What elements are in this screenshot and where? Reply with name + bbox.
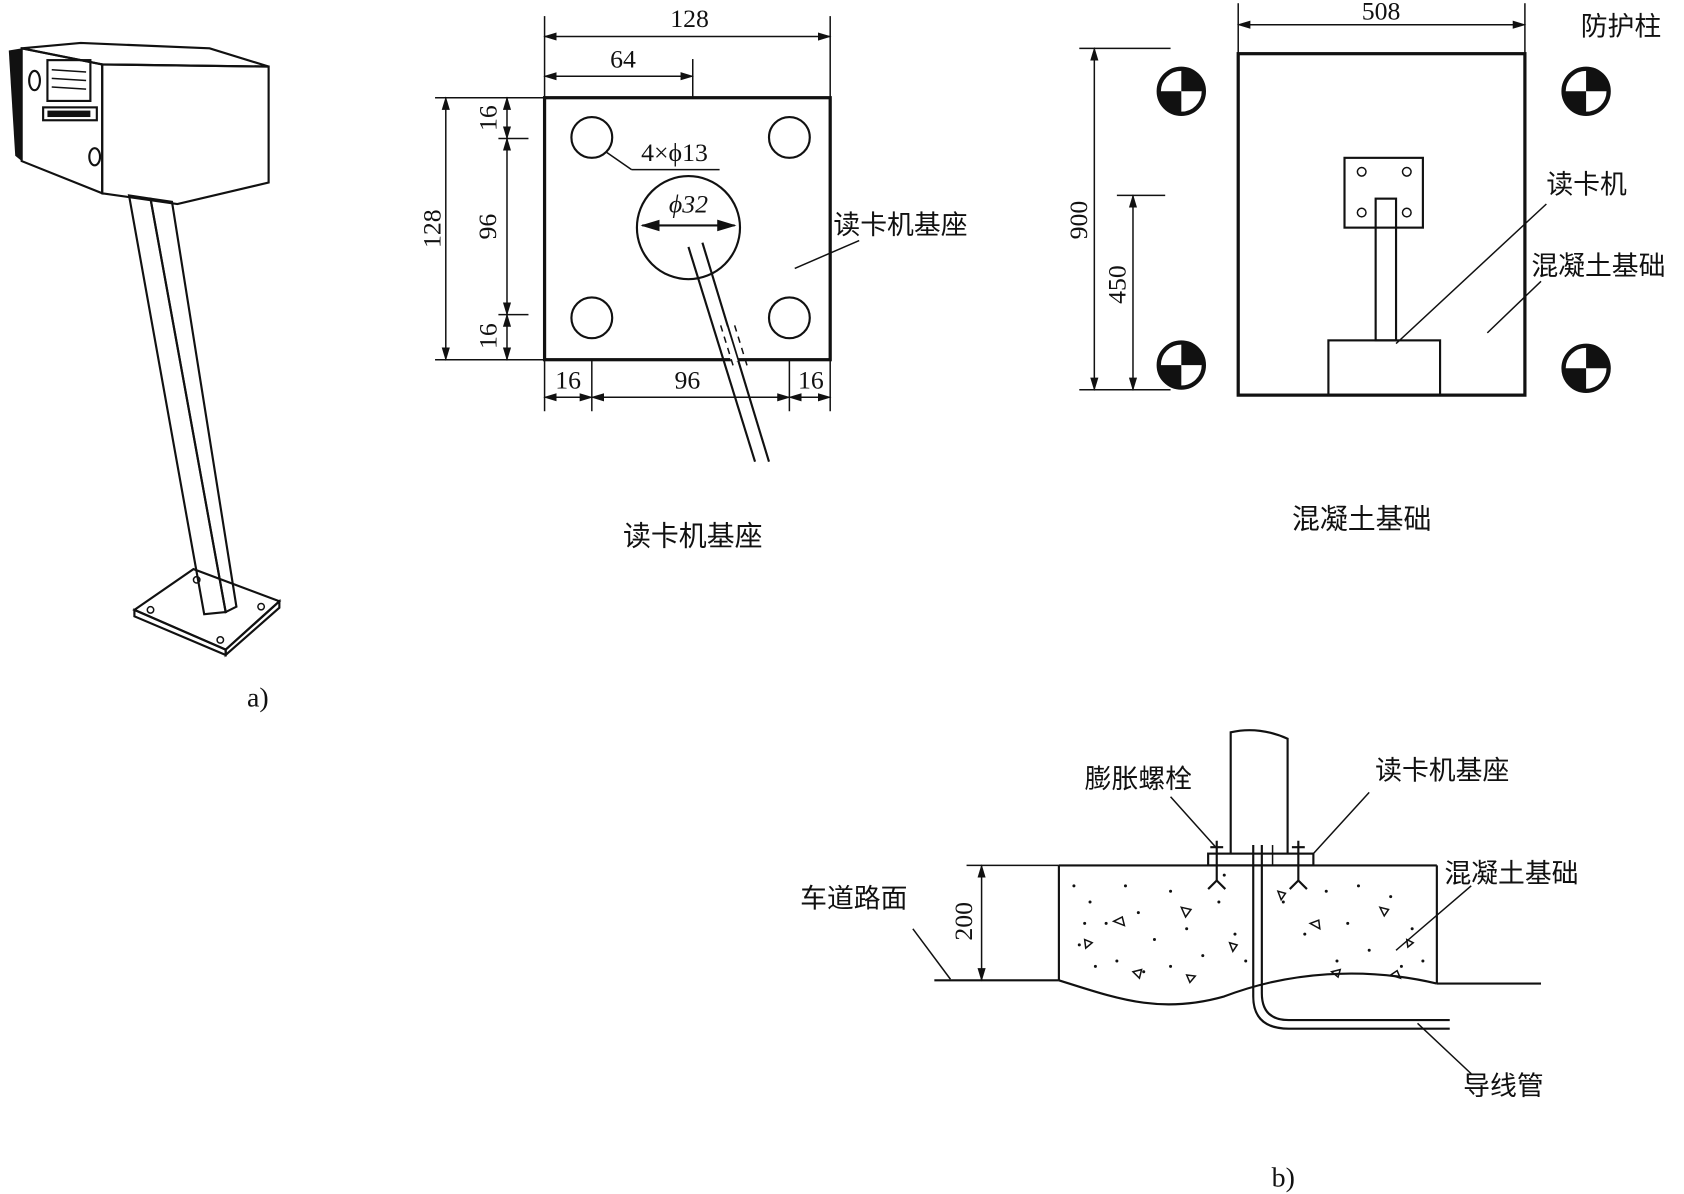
plate-label: 读卡机基座 (833, 210, 967, 241)
card-reader-illustration (8, 41, 282, 658)
dim-foundation-height: 900 (1064, 201, 1093, 240)
concrete-stones (1083, 890, 1415, 984)
concrete-label: 混凝土基础 (1531, 251, 1665, 282)
dim-height: 128 (417, 209, 446, 248)
plate-caption: 读卡机基座 (623, 519, 763, 552)
caption-a: a) (247, 683, 269, 714)
dim-depth: 200 (949, 902, 978, 941)
concrete-label-b: 混凝土基础 (1444, 859, 1578, 890)
foundation-caption: 混凝土基础 (1292, 502, 1432, 535)
concrete-aggregate (1072, 873, 1425, 974)
dim-width: 128 (670, 4, 709, 33)
foundation-plan-drawing (1079, 3, 1611, 397)
conduit-label: 导线管 (1463, 1071, 1543, 1102)
base-plate-drawing (435, 16, 860, 463)
protection-post-marker (1156, 340, 1206, 390)
bolt-hole (767, 115, 811, 159)
section-view-drawing (912, 729, 1542, 1075)
dim-top-offset: 16 (473, 105, 502, 131)
base-label: 读卡机基座 (1375, 756, 1509, 787)
dim-reader-position: 450 (1102, 265, 1131, 304)
bolt-hole (570, 296, 614, 340)
dim-left-offset: 16 (555, 366, 581, 395)
cable-hole (635, 175, 742, 281)
dim-inner-height: 96 (473, 214, 502, 240)
dim-half-width: 64 (610, 45, 636, 74)
protection-post-marker (1156, 66, 1206, 116)
post-label: 防护柱 (1581, 11, 1661, 42)
dim-foundation-width: 508 (1362, 0, 1401, 25)
bolt-hole (570, 115, 614, 159)
dim-inner-width: 96 (675, 366, 701, 395)
bolt-label: 膨胀螺栓 (1085, 764, 1192, 795)
reader-label: 读卡机 (1546, 169, 1627, 200)
center-hole-dim: ϕ32 (669, 190, 708, 219)
protection-post-marker (1561, 343, 1611, 393)
bolt-hole (767, 296, 811, 340)
expansion-bolt (1288, 840, 1308, 890)
road-label: 车道路面 (800, 883, 907, 914)
holes-note: 4×ϕ13 (641, 138, 708, 167)
dim-bottom-offset: 16 (473, 323, 502, 349)
protection-post-marker (1561, 66, 1611, 116)
caption-b: b) (1272, 1162, 1295, 1193)
dim-right-offset: 16 (798, 366, 824, 395)
